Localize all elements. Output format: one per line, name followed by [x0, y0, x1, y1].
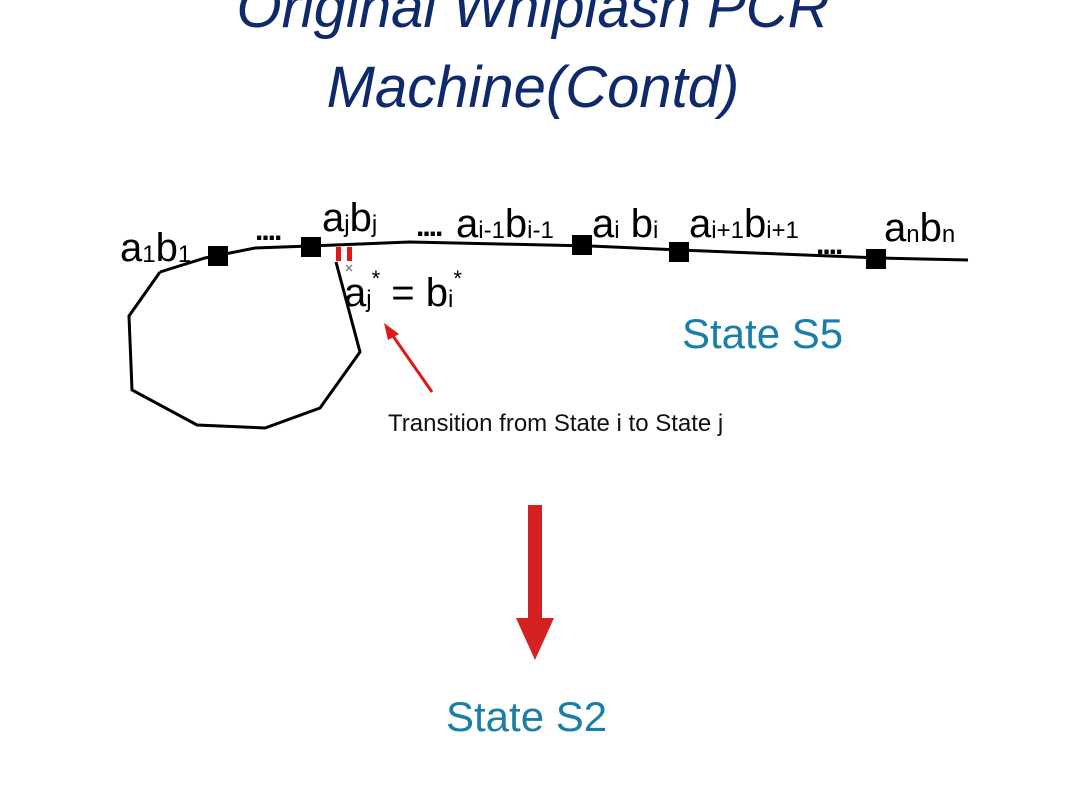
pair-i-a: a [592, 202, 615, 246]
binding-mark-2 [347, 247, 352, 261]
state-label-s5: State S5 [682, 310, 844, 357]
pair-im1-a-sub: i-1 [478, 217, 505, 245]
equation-left: a [344, 270, 367, 315]
stopper-block-5 [866, 249, 886, 269]
ellipsis-2: .... [416, 210, 443, 243]
pair-n-a: a [884, 206, 907, 250]
pair-ip1-b-sub: i+1 [766, 217, 799, 245]
pair-j-b: b [349, 196, 372, 240]
pair-j-a: a [322, 196, 345, 240]
pair-i-b-sub: i [652, 217, 659, 245]
pair-label-1: a1b1 [120, 228, 191, 268]
pair-label-i-minus-1: ai-1bi-1 [456, 204, 554, 244]
equation-right-sub: i [448, 285, 454, 313]
transition-pointer-arrowhead [384, 323, 399, 340]
stopper-block-2 [301, 237, 321, 257]
stopper-block-1 [208, 246, 228, 266]
pair-j-a-sub: j [344, 211, 350, 239]
pair-j-b-sub: j [371, 211, 378, 239]
pair-1-b-sub: 1 [177, 241, 192, 269]
transition-note: Transition from State i to State j [388, 410, 724, 437]
state-transition-arrowhead [516, 618, 554, 660]
pointer-tick-2 [345, 264, 353, 272]
pair-1-b: b [155, 226, 178, 270]
equation-right-sup: * [453, 266, 462, 291]
pair-i-b: b [630, 202, 653, 246]
pair-i-a-sub: i [614, 217, 620, 245]
equation-left-sub: j [366, 285, 372, 313]
pair-n-a-sub: n [906, 221, 920, 249]
pair-ip1-a-sub: i+1 [711, 217, 744, 245]
equation-right: b [425, 270, 448, 315]
pair-label-n: anbn [884, 208, 955, 248]
stopper-block-3 [572, 235, 592, 255]
transition-pointer-arrow [391, 335, 434, 393]
pair-im1-b: b [504, 202, 528, 246]
title-line-1: Original Whiplash PCR [236, 0, 830, 40]
binding-mark-1 [336, 247, 341, 261]
title-line-2: Machine(Contd) [326, 55, 740, 120]
pair-n-b-sub: n [941, 221, 956, 249]
pair-1-a: a [120, 226, 143, 270]
dna-strand [159, 240, 969, 274]
pair-im1-a: a [456, 202, 479, 246]
stopper-block-4 [669, 242, 689, 262]
pair-n-b: b [919, 206, 942, 250]
hairpin-loop [127, 261, 362, 430]
pair-label-i: ai bi [592, 204, 658, 244]
pair-ip1-b: b [743, 202, 767, 246]
binding-equation: aj* = bi* [344, 268, 462, 313]
ellipsis-3: .... [816, 228, 843, 261]
equation-left-sup: * [371, 266, 381, 291]
state-label-s2: State S2 [446, 693, 608, 740]
pair-label-i-plus-1: ai+1bi+1 [689, 204, 799, 244]
slide-title: Original Whiplash PCR Machine(Contd) [0, 0, 1066, 128]
pair-ip1-a: a [689, 202, 712, 246]
ellipsis-1: .... [255, 214, 282, 247]
pair-label-j: ajbj [322, 198, 377, 238]
pair-1-a-sub: 1 [142, 241, 156, 269]
equation-equals: = [380, 270, 426, 315]
pair-im1-b-sub: i-1 [527, 217, 554, 245]
